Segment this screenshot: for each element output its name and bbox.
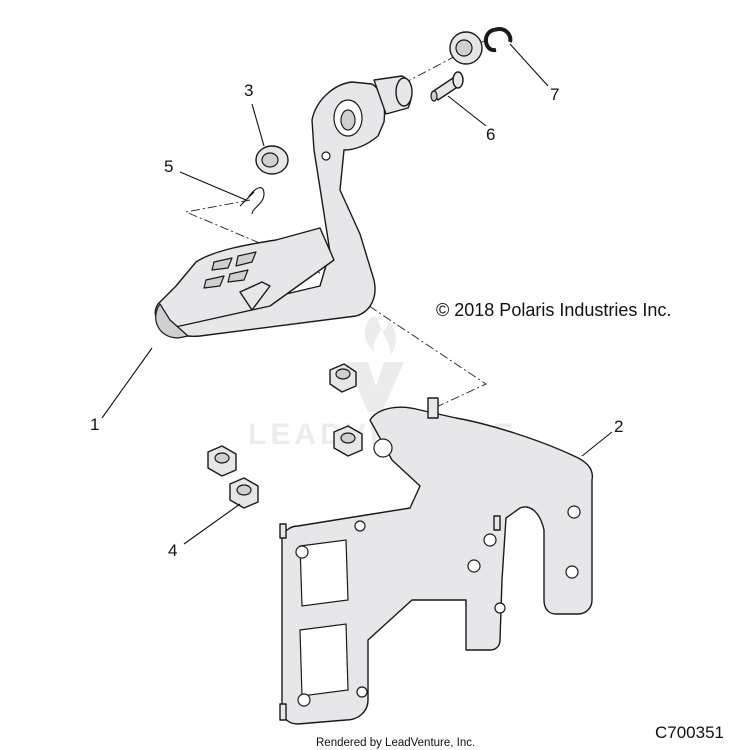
part-brake-pedal <box>154 75 413 339</box>
nut-2 <box>207 445 237 477</box>
part-clevis-pin <box>430 71 464 102</box>
callouts: 1 2 3 4 5 6 7 <box>90 81 623 560</box>
part-flange-nuts <box>207 363 363 509</box>
figure-code: C700351 <box>655 723 724 742</box>
nut-4 <box>229 477 259 509</box>
nut-1 <box>329 363 357 393</box>
part-mounting-bracket <box>279 397 594 725</box>
callout-1: 1 <box>90 415 99 434</box>
part-hairpin-clip <box>239 187 265 215</box>
callout-3: 3 <box>244 81 253 100</box>
callout-4: 4 <box>168 541 177 560</box>
copyright-notice: © 2018 Polaris Industries Inc. <box>436 300 671 320</box>
nut-3 <box>333 425 363 457</box>
part-e-clip <box>484 27 513 53</box>
rendered-by-credit: Rendered by LeadVenture, Inc. <box>316 737 475 749</box>
callout-7: 7 <box>550 85 559 104</box>
callout-2: 2 <box>614 417 623 436</box>
callout-6: 6 <box>486 125 495 144</box>
watermark-logo-icon <box>346 316 404 412</box>
callout-5: 5 <box>164 157 173 176</box>
part-bushing <box>255 31 483 175</box>
callout-leaders <box>101 43 613 545</box>
